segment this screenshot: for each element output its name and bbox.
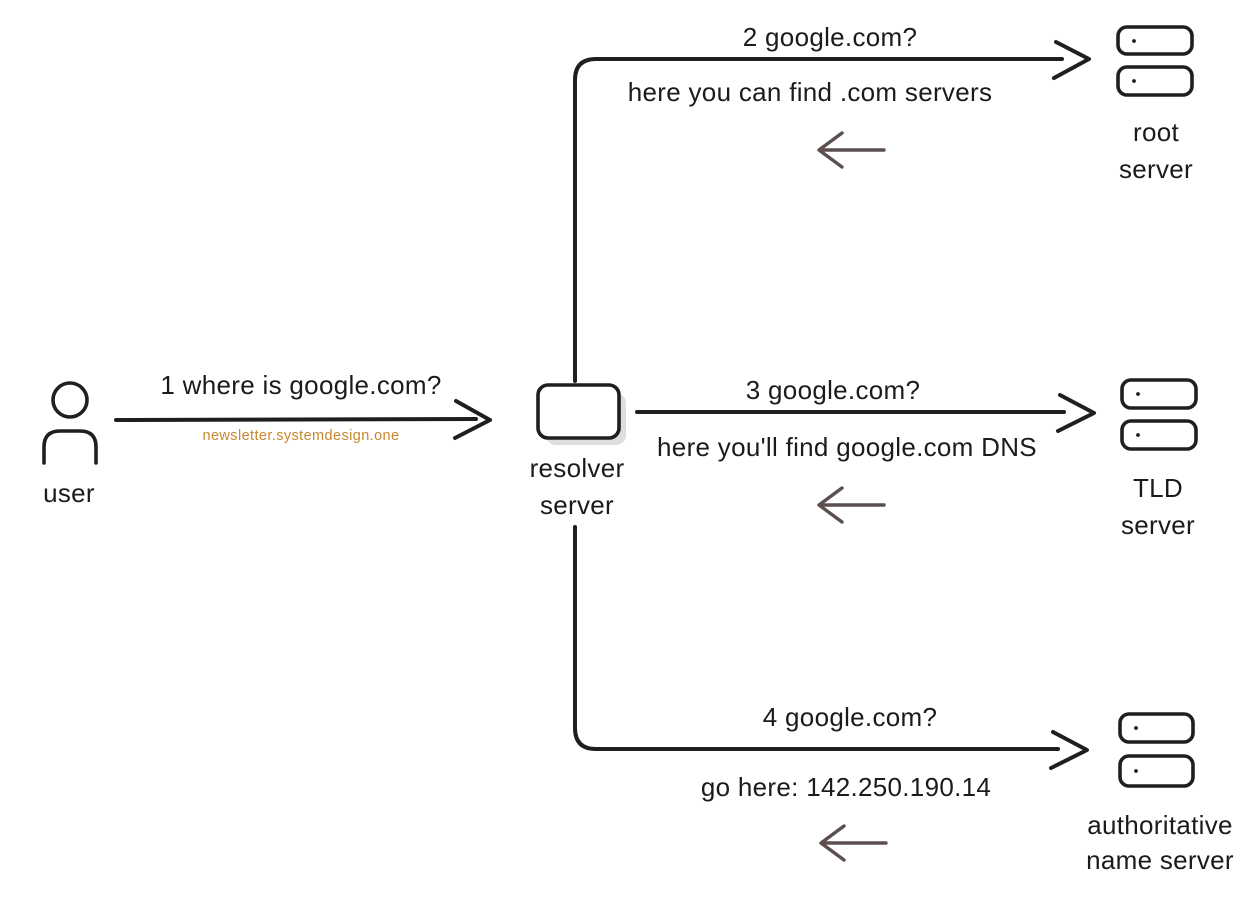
step4-arrow [573, 525, 1089, 770]
step4-query-label: 4 google.com? [762, 702, 938, 732]
step3-arrow [635, 393, 1096, 433]
tld-server-label: TLD server [1121, 470, 1195, 544]
step1-query-label: 1 where is google.com? [160, 370, 442, 400]
step3-query-label: 3 google.com? [745, 375, 921, 405]
step2-return-arrow [817, 131, 886, 169]
user-icon [42, 381, 98, 465]
watermark-label: newsletter.systemdesign.one [202, 428, 400, 444]
tld-server-icon [1120, 378, 1198, 451]
root-server-label-line1: root [1132, 117, 1180, 147]
step2-response-label: here you can find .com servers [627, 77, 993, 107]
authoritative-server-label-line1: authoritative [1087, 810, 1233, 840]
tld-server-label-line1: TLD [1132, 473, 1184, 503]
resolver-server-label-line1: resolver [529, 453, 625, 483]
step2-query-label: 2 google.com? [742, 22, 918, 52]
user-label: user [43, 478, 95, 508]
step3-response-label: here you'll find google.com DNS [657, 432, 1037, 462]
root-server-label: root server [1119, 114, 1193, 188]
step1-arrow [114, 399, 492, 440]
root-server-icon [1116, 25, 1194, 97]
step4-response-label: go here: 142.250.190.14 [700, 772, 992, 802]
step2-arrow [573, 40, 1091, 383]
resolver-server-label: resolver server [530, 450, 625, 524]
step4-return-arrow [819, 824, 888, 862]
authoritative-server-icon [1118, 712, 1195, 788]
root-server-label-line2: server [1118, 154, 1194, 184]
step3-return-arrow [817, 486, 886, 524]
authoritative-server-label: authoritative name server [1086, 808, 1234, 878]
tld-server-label-line2: server [1120, 510, 1196, 540]
resolver-server-label-line2: server [539, 490, 615, 520]
resolver-server-box [536, 383, 626, 445]
authoritative-server-label-line2: name server [1086, 845, 1234, 875]
